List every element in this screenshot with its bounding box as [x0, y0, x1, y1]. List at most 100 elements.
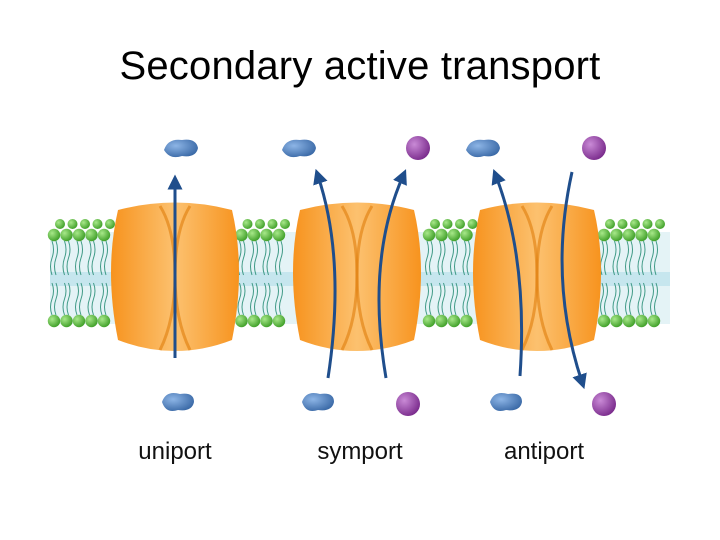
lipid-head — [260, 228, 273, 242]
antiport-protein — [473, 202, 601, 351]
lipid-tail — [637, 240, 642, 276]
lipid-head — [647, 314, 661, 328]
lipid-tail — [54, 282, 58, 316]
lipid-head — [617, 219, 628, 229]
lipid-tail — [66, 282, 71, 316]
lipid-head — [460, 314, 473, 328]
lipid-tail — [437, 282, 442, 316]
blue-molecule-icon — [302, 393, 334, 411]
lipid-head — [447, 228, 461, 242]
lipid-tail — [87, 282, 92, 316]
lipid-tail — [66, 240, 71, 276]
lipid-tail — [75, 282, 79, 316]
membrane-transport-diagram — [47, 136, 670, 416]
lipid-head — [85, 314, 98, 328]
lipid-tail — [604, 240, 608, 276]
lipid-head — [267, 219, 278, 229]
lipid-tail — [241, 282, 246, 316]
lipid-tail — [241, 240, 246, 276]
blue-molecule-icon — [490, 393, 522, 411]
lipid-tail — [600, 282, 604, 316]
lipid-head — [610, 228, 623, 242]
lipid-head — [272, 228, 286, 242]
lipid-head — [442, 219, 453, 229]
lipid-tail — [266, 282, 271, 316]
lipid-head — [255, 219, 265, 229]
lipid-tail — [50, 240, 54, 276]
lipid-tail — [425, 282, 429, 316]
lipid-tail — [262, 240, 267, 276]
lipid-head — [622, 228, 636, 242]
lipid-tail — [91, 240, 96, 276]
lipid-tail — [462, 240, 467, 276]
lipid-head — [105, 219, 115, 229]
lipid-head — [610, 314, 623, 328]
lipid-head — [635, 228, 648, 242]
lipid-tail — [466, 240, 471, 276]
lipid-head — [247, 228, 261, 242]
lipid-head — [597, 228, 611, 242]
purple-molecule-icon — [396, 392, 420, 416]
blue-molecule-icon — [466, 139, 500, 158]
lipid-head — [422, 314, 436, 328]
lipid-tail — [654, 282, 658, 316]
lipid-head — [60, 314, 73, 328]
lipid-tail — [250, 240, 254, 276]
lipid-tail — [279, 282, 283, 316]
lipid-tail — [654, 240, 658, 276]
lipid-head — [280, 219, 290, 229]
lipid-head — [460, 228, 473, 242]
lipid-tail — [91, 282, 96, 316]
lipid-head — [435, 228, 448, 242]
lipid-head — [622, 314, 636, 328]
lipid-tail — [612, 282, 617, 316]
lipid-tail — [466, 282, 471, 316]
lipid-tail — [254, 240, 258, 276]
lipid-tail — [62, 240, 67, 276]
lipid-tail — [275, 240, 279, 276]
lipid-head — [435, 314, 448, 328]
lipid-head — [655, 219, 665, 229]
lipid-head — [47, 228, 61, 242]
lipid-tail — [650, 240, 654, 276]
lipid-tail — [625, 240, 629, 276]
solutes — [162, 136, 616, 416]
label-antiport: antiport — [503, 438, 585, 465]
lipid-head — [630, 219, 640, 229]
label-symport: symport — [317, 438, 403, 465]
lipid-tail — [637, 282, 642, 316]
blue-molecule-icon — [164, 139, 198, 158]
lipid-tail — [612, 240, 617, 276]
lipid-head — [247, 314, 261, 328]
lipid-head — [235, 228, 248, 242]
lipid-head — [67, 219, 78, 229]
purple-molecule-icon — [592, 392, 616, 416]
lipid-tail — [641, 240, 646, 276]
symport-protein — [293, 202, 421, 351]
lipid-tail — [87, 240, 92, 276]
lipid-head — [605, 219, 615, 229]
lipid-tail — [104, 282, 108, 316]
lipid-head — [72, 314, 86, 328]
lipid-head — [467, 219, 478, 229]
lipid-head — [597, 314, 611, 328]
symport-arrow-purple — [377, 169, 407, 379]
lipid-tail — [100, 240, 104, 276]
lipid-tail — [429, 282, 433, 316]
lipid-tail — [79, 282, 83, 316]
lipid-tail — [275, 282, 279, 316]
lipid-tail — [62, 282, 67, 316]
antiport-arrow-purple — [560, 171, 587, 390]
lipid-tail — [425, 240, 429, 276]
lipid-tail — [100, 282, 104, 316]
lipid-tail — [279, 240, 283, 276]
lipid-head — [72, 228, 86, 242]
lipid-head — [55, 219, 65, 229]
lipid-tail — [262, 282, 267, 316]
lipid-tail — [50, 282, 54, 316]
lipid-tail — [616, 240, 621, 276]
lipid-tail — [441, 240, 446, 276]
lipid-head — [235, 314, 248, 328]
purple-molecule-icon — [582, 136, 606, 160]
lipid-tails — [50, 240, 658, 316]
